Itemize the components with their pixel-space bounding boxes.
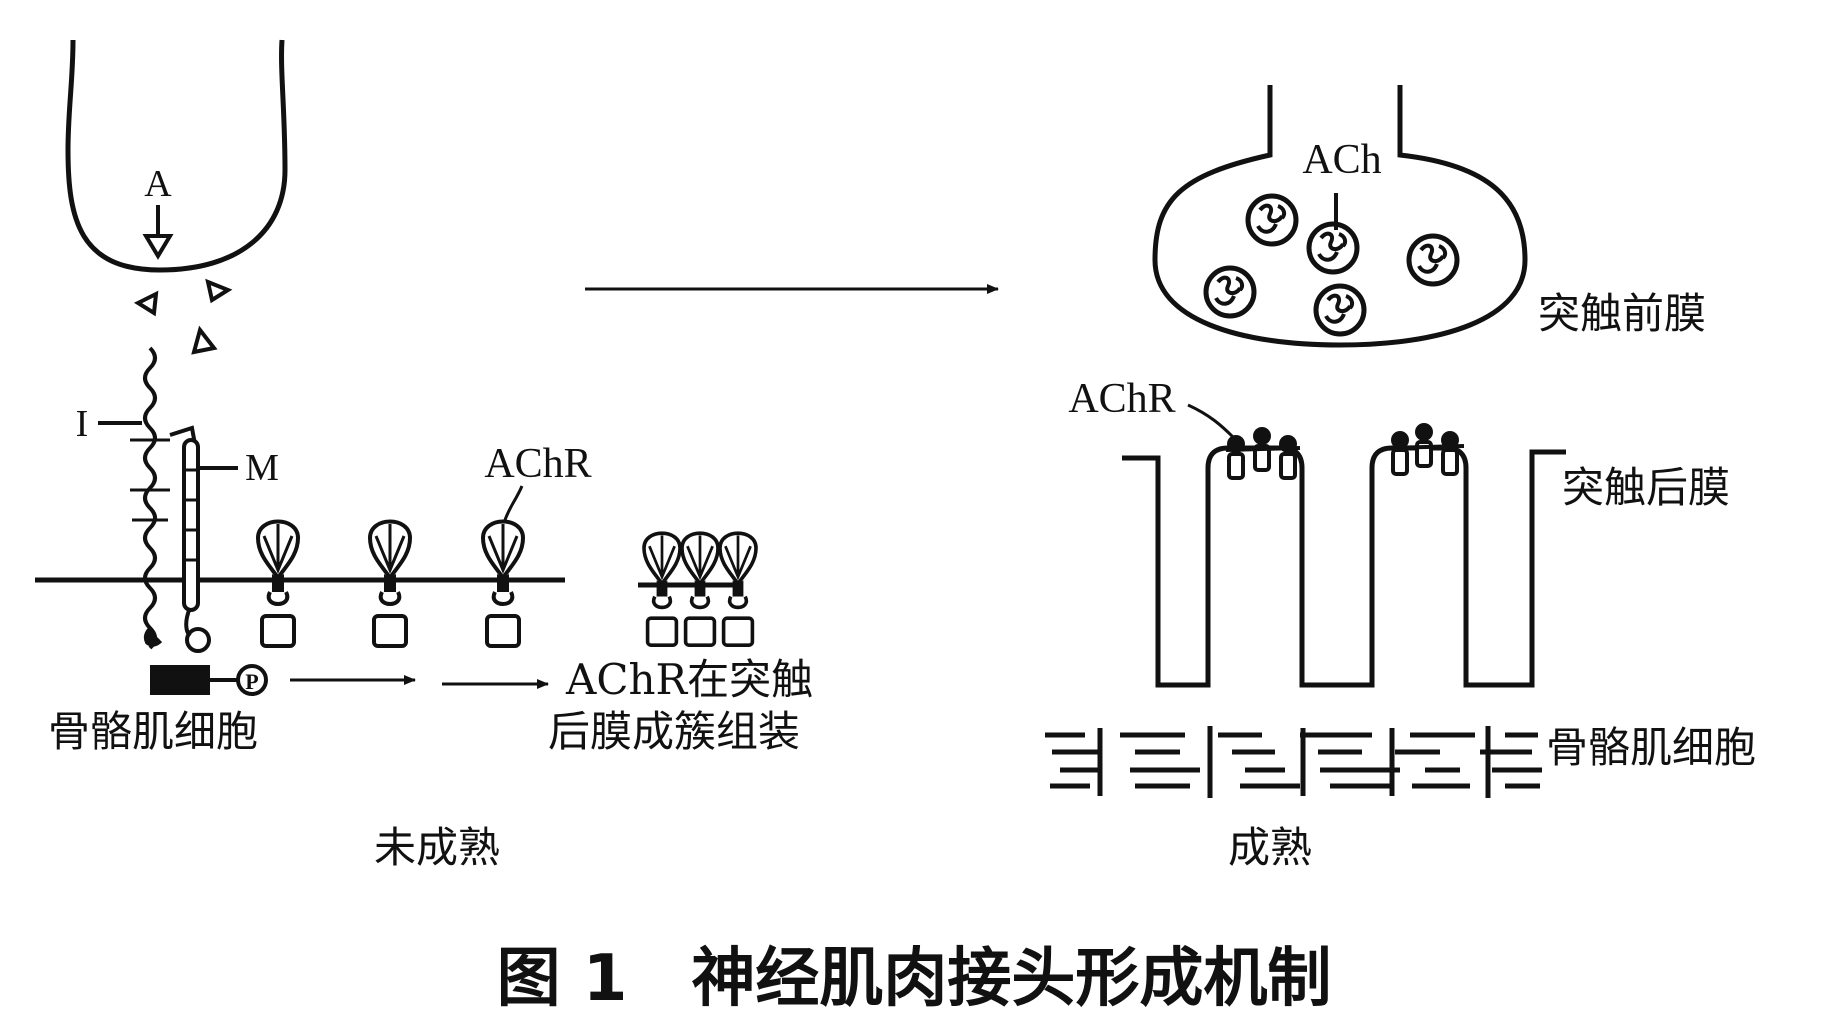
figure-caption: 图 1 神经肌肉接头形成机制 bbox=[497, 942, 1332, 1016]
label-cluster-line1: AChR在突触 bbox=[565, 655, 813, 704]
pointer-achr-mature bbox=[1187, 403, 1236, 440]
agrin-molecules bbox=[133, 278, 233, 355]
muscle-fiber-striations bbox=[1045, 726, 1542, 798]
clustered-achr-group bbox=[1389, 421, 1465, 476]
label-mature: 成熟 bbox=[1228, 823, 1312, 872]
label-postsynaptic: 突触后膜 bbox=[1562, 463, 1730, 512]
synaptic-vesicle bbox=[1409, 236, 1457, 284]
postsynaptic-membrane bbox=[1122, 445, 1566, 688]
achr-receptor bbox=[256, 519, 300, 648]
label-cluster-line2: 后膜成簇组装 bbox=[548, 707, 800, 756]
label-immature: 未成熟 bbox=[374, 823, 500, 872]
label-P: P bbox=[245, 669, 258, 694]
label-achr-mature: AChR bbox=[1068, 376, 1175, 422]
label-M: M bbox=[245, 447, 279, 489]
presynaptic-terminal bbox=[1152, 85, 1528, 348]
achr-cluster bbox=[638, 531, 758, 648]
label-achr-immature: AChR bbox=[484, 441, 591, 487]
label-presynaptic: 突触前膜 bbox=[1538, 289, 1706, 338]
clustered-achr-group bbox=[1225, 425, 1301, 480]
achr-receptor bbox=[368, 519, 412, 648]
achr-receptor bbox=[481, 519, 525, 648]
label-I: I bbox=[76, 403, 89, 445]
label-A: A bbox=[144, 163, 172, 205]
lrp4-protein bbox=[130, 346, 170, 650]
kinase-block: P bbox=[150, 664, 268, 696]
synaptic-vesicle bbox=[1309, 224, 1357, 272]
label-ach: ACh bbox=[1302, 137, 1381, 183]
synaptic-vesicle bbox=[1248, 196, 1296, 244]
nerve-terminal-left: A bbox=[65, 39, 288, 273]
label-muscle-cell-right: 骨骼肌细胞 bbox=[1546, 723, 1756, 772]
label-muscle-cell-left: 骨骼肌细胞 bbox=[48, 707, 258, 756]
synaptic-vesicle bbox=[1206, 268, 1254, 316]
synaptic-vesicle bbox=[1316, 286, 1364, 334]
pointer-achr-immature bbox=[503, 485, 524, 521]
musk-protein bbox=[169, 425, 211, 653]
